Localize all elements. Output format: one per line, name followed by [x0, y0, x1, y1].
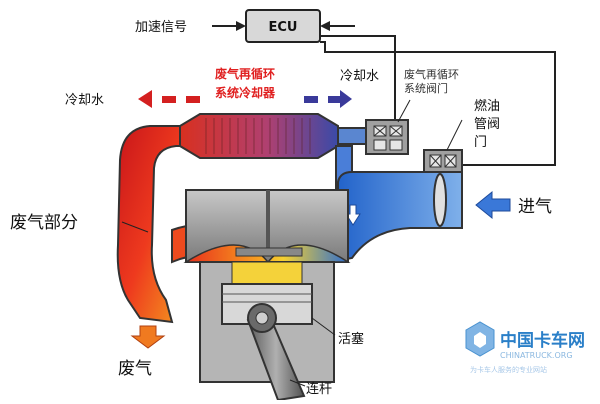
intake-label: 进气 [518, 197, 552, 217]
watermark-sub: 为卡车人服务的专业网站 [470, 365, 547, 374]
throttle-label-1: 燃油 [474, 98, 500, 114]
throttle-label-3: 门 [474, 135, 487, 150]
egr-valve-label-1: 废气再循环 [404, 67, 459, 81]
ecu-box: ECU [245, 9, 321, 43]
egr-cooler [179, 113, 339, 159]
accel-signal-arrow [212, 21, 246, 31]
egr-cooler-label-1: 废气再循环 [215, 66, 275, 81]
egr-valve [365, 119, 409, 155]
watermark-cn: 中国卡车网 [500, 330, 585, 351]
intake-arrow [475, 190, 511, 220]
connecting-rod [246, 303, 306, 402]
exhaust-outlet-arrow [130, 325, 166, 349]
ecu-label: ECU [269, 20, 298, 35]
throttle-valve [423, 149, 463, 173]
coolant-label-right: 冷却水 [340, 69, 379, 84]
con-rod-label: 连杆 [306, 381, 332, 397]
exhaust-section-label: 废气部分 [10, 213, 78, 233]
ecu-input-arrow [320, 21, 355, 31]
exhaust-label: 废气 [118, 359, 152, 379]
accel-signal-label: 加速信号 [135, 20, 187, 35]
pointer-lines [121, 99, 463, 387]
ecu-control-lines [320, 35, 556, 166]
coolant-in-arrow [304, 90, 352, 108]
intake-duct [328, 171, 463, 264]
coolant-out-arrow [138, 90, 200, 108]
watermark-en: CHINATRUCK.ORG [500, 351, 573, 360]
throttle-label-2: 管阀 [474, 117, 500, 132]
egr-valve-label-2: 系统阀门 [404, 81, 448, 95]
watermark-logo [465, 321, 495, 357]
piston-label: 活塞 [338, 331, 364, 347]
coolant-label-left: 冷却水 [65, 93, 104, 108]
egr-cooler-label-2: 系统冷却器 [215, 85, 276, 100]
